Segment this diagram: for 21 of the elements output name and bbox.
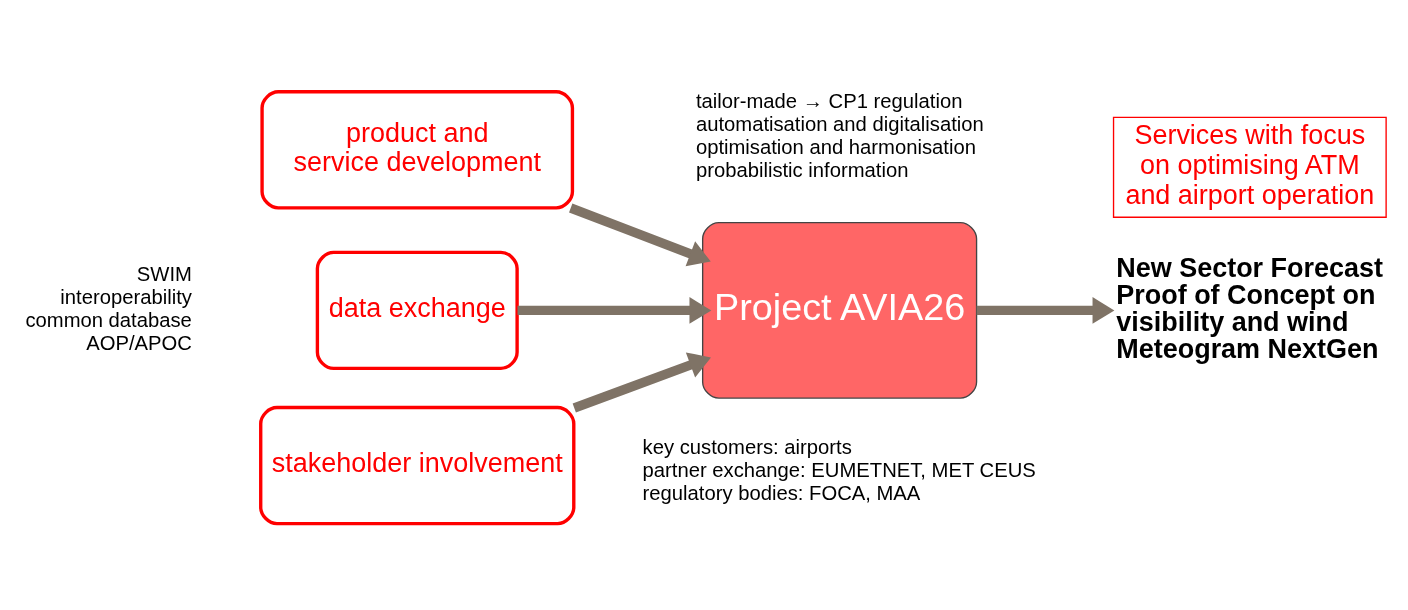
node-label: optimisation and harmonisation — [695, 135, 976, 158]
node-label: regulatory bodies: FOCA, MAA — [642, 481, 921, 504]
node-box: product and service development — [260, 90, 575, 210]
node-box: stakeholder involvement — [259, 405, 576, 526]
arrow — [569, 203, 711, 267]
node-label: key customers: airports — [642, 436, 852, 459]
arrow — [976, 297, 1115, 324]
arrow — [572, 352, 711, 413]
node-box: data exchange — [315, 250, 519, 371]
node-label: interoperability — [60, 285, 192, 308]
arrow — [517, 297, 712, 324]
node-label: tailor-made → CP1 regulation — [695, 89, 963, 112]
node-label: partner exchange: EUMETNET, MET CEUS — [642, 459, 1036, 482]
node-label: automatisation and digitalisation — [695, 112, 984, 135]
node-label: probabilistic information — [695, 158, 909, 181]
node-label: common database — [25, 308, 192, 331]
node-label: AOP/APOC — [86, 331, 192, 354]
node-box: Project AVIA26 — [701, 222, 978, 399]
node-text: New Sector Forecast Proof of Concept on visibility and wind Meteogram NextGen — [1116, 252, 1384, 364]
node-box: Services with focus on optimising ATM and airport operation — [1112, 116, 1387, 218]
node-label: SWIM — [136, 262, 192, 285]
